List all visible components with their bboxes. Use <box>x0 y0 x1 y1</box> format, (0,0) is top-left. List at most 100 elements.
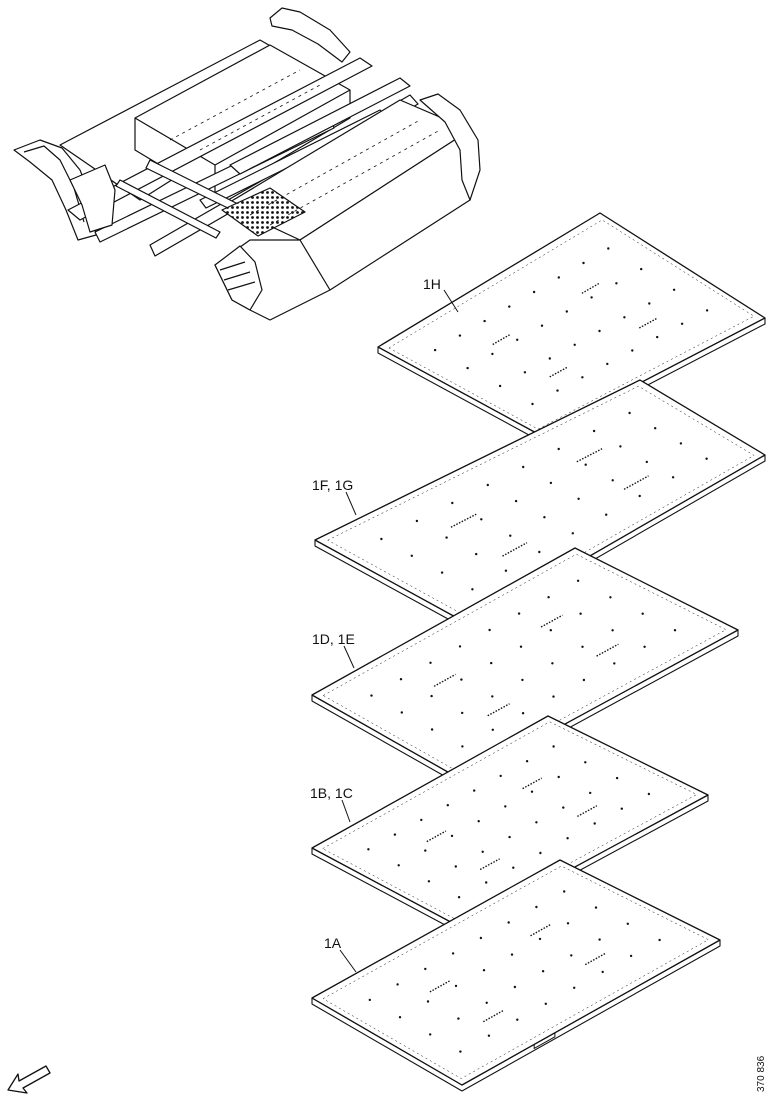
fastener-dot <box>584 761 587 764</box>
fastener-dot <box>410 554 413 557</box>
fastener-dot <box>589 791 592 795</box>
fastener-dot <box>573 343 576 346</box>
fastener-dot <box>626 922 629 925</box>
fastener-dot <box>579 612 582 615</box>
fastener-dot <box>454 984 458 988</box>
fastener-dot <box>552 745 555 748</box>
fastener-dot <box>508 835 511 839</box>
panel-marking <box>492 333 511 346</box>
fastener-dot <box>498 384 502 388</box>
fastener-dot <box>645 460 648 464</box>
panel-marking <box>433 673 456 687</box>
fastener-dot <box>638 494 641 498</box>
fastener-dot <box>531 402 534 406</box>
fastener-dot <box>641 612 644 615</box>
fastener-dot <box>643 645 646 648</box>
fastener-dot <box>570 954 573 957</box>
floor-panel-1d-1e <box>311 547 739 787</box>
fastener-dot <box>551 662 554 665</box>
fastener-dot <box>565 310 568 313</box>
fastener-dot <box>573 986 576 989</box>
panel-marking <box>487 703 510 717</box>
fastener-dot <box>571 532 574 535</box>
fastener-dot <box>499 774 502 778</box>
fastener-dot <box>457 896 461 899</box>
fastener-dot <box>592 429 596 433</box>
fastener-dot <box>504 805 507 808</box>
fastener-dot <box>367 848 370 851</box>
fastener-dot <box>594 906 598 909</box>
panel-marking <box>581 282 601 294</box>
fastener-dot <box>613 662 616 665</box>
fastener-dot <box>654 427 657 430</box>
fastener-dot <box>461 711 464 715</box>
fastener-dot <box>535 905 538 909</box>
fastener-dot <box>598 938 601 941</box>
fastener-dot <box>486 483 489 487</box>
fastener-dot <box>479 936 483 940</box>
fastener-dot <box>491 695 494 698</box>
fastener-dot <box>549 481 553 485</box>
fastener-dot <box>459 1050 462 1053</box>
fastener-dot <box>473 789 476 792</box>
fastener-dot <box>451 952 455 955</box>
fastener-dot <box>370 694 373 697</box>
fastener-dot <box>601 970 604 974</box>
leader-line-1a <box>339 949 357 973</box>
fastener-dot <box>454 865 457 868</box>
fastener-dot <box>451 501 454 505</box>
fastener-dot <box>471 588 474 591</box>
fastener-dot <box>461 745 464 748</box>
panel-marking <box>577 805 598 818</box>
fastener-dot <box>516 1018 519 1021</box>
fastener-dot <box>647 792 651 796</box>
fastener-dot <box>557 775 560 779</box>
fastener-dot <box>576 579 580 582</box>
fastener-dot <box>491 728 494 731</box>
callout-1h: 1H <box>423 276 441 292</box>
fastener-dot <box>547 596 550 599</box>
fastener-dot <box>562 806 565 809</box>
fastener-dot <box>521 678 524 682</box>
callout-1a: 1A <box>324 935 342 951</box>
leader-line-1h <box>443 289 459 313</box>
floor-panels <box>311 212 766 1092</box>
fastener-dot <box>549 629 552 632</box>
fastener-dot <box>519 645 523 648</box>
fastener-dot <box>581 645 584 648</box>
fastener-dot <box>563 890 566 893</box>
fastener-dot <box>540 324 544 327</box>
floor-panel-1h <box>377 212 766 442</box>
fastener-dot <box>481 850 484 853</box>
fastener-dot <box>544 1002 547 1005</box>
fastener-dot <box>399 678 403 681</box>
fastener-dot <box>458 334 462 337</box>
fastener-dot <box>433 348 437 352</box>
fuselage-floor-structure <box>13 7 481 321</box>
fastener-dot <box>483 319 486 323</box>
fastener-dot <box>679 442 683 445</box>
panel-marking <box>540 614 563 628</box>
fastener-dot <box>397 864 400 867</box>
fastener-dot <box>504 569 508 572</box>
fastener-dot <box>521 712 525 715</box>
fastener-dot <box>420 818 423 822</box>
fastener-dot <box>598 329 601 333</box>
fastener-dot <box>507 921 510 924</box>
callout-1d-1e: 1D, 1E <box>312 631 355 647</box>
fastener-dot <box>475 552 478 556</box>
fastener-dot <box>648 302 651 305</box>
fastener-dot <box>427 880 431 883</box>
fastener-dot <box>485 1001 488 1004</box>
panel-marking <box>596 643 619 657</box>
fastener-dot <box>393 833 397 836</box>
fastener-dot <box>705 309 709 312</box>
fastener-dot <box>611 629 614 632</box>
fastener-dot <box>705 457 708 460</box>
fastener-dot <box>512 866 515 869</box>
fastener-dot <box>640 267 643 271</box>
fastener-dot <box>485 881 488 884</box>
fastener-dot <box>457 1017 460 1020</box>
fastener-dot <box>523 371 527 374</box>
fastener-dot <box>607 247 610 250</box>
